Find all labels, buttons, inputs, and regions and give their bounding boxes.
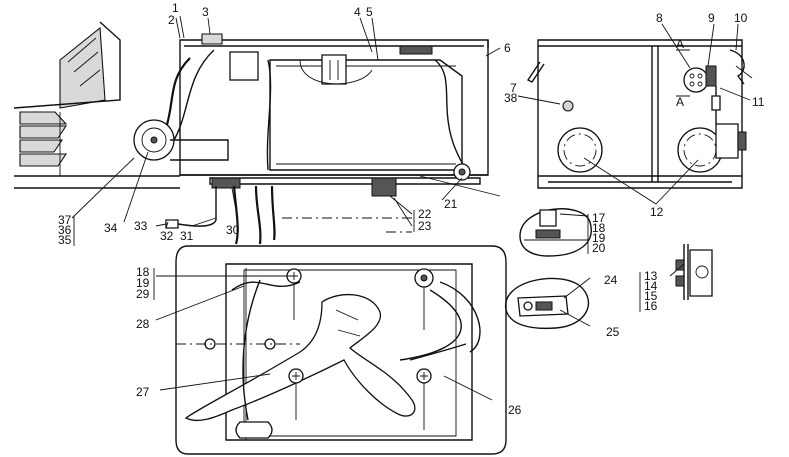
callout-5: 5	[366, 5, 373, 19]
callout-35: 35	[58, 233, 72, 247]
callout-18-lower: 18	[136, 265, 150, 279]
plan-view	[175, 245, 507, 455]
battery-box-side-view	[179, 33, 501, 197]
callout-17: 17	[592, 211, 606, 225]
callout-31: 31	[180, 229, 194, 243]
callout-21: 21	[444, 197, 458, 211]
battery-box-end-view	[526, 39, 753, 189]
leader-lines	[71, 15, 751, 401]
label-brackets	[73, 49, 690, 312]
callout-14: 14	[644, 279, 658, 293]
callout-11: 11	[752, 95, 765, 109]
hidden-edges	[282, 217, 416, 233]
callout-20: 20	[592, 241, 606, 255]
callout-25: 25	[606, 325, 620, 339]
callout-3: 3	[202, 5, 209, 19]
callout-29: 29	[136, 287, 150, 301]
callout-15: 15	[644, 289, 658, 303]
callout-30: 30	[226, 223, 240, 237]
callout-16: 16	[644, 299, 658, 313]
callout-38: 38	[504, 91, 518, 105]
frame-fragment	[13, 21, 180, 189]
callout-12: 12	[650, 205, 664, 219]
callout-28: 28	[136, 317, 150, 331]
callout-10: 10	[734, 11, 748, 25]
callout-23: 23	[418, 219, 432, 233]
disconnect-switch	[133, 119, 229, 161]
callout-4: 4	[354, 5, 361, 19]
callout-37: 37	[58, 213, 72, 227]
callout-33: 33	[134, 219, 148, 233]
callout-13: 13	[644, 269, 658, 283]
callout-22: 22	[418, 207, 432, 221]
callout-19-upper: 19	[592, 231, 606, 245]
callout-36: 36	[58, 223, 72, 237]
callout-18-upper: 18	[592, 221, 606, 235]
callout-26: 26	[508, 403, 522, 417]
callout-19-lower: 19	[136, 276, 150, 290]
callout-1: 1	[172, 1, 179, 15]
detail-17-20	[519, 208, 592, 257]
callout-27: 27	[136, 385, 150, 399]
callout-8: 8	[656, 11, 663, 25]
callout-32: 32	[160, 229, 174, 243]
callout-9: 9	[708, 11, 715, 25]
callout-7: 7	[510, 81, 517, 95]
detail-13-16	[675, 244, 713, 300]
section-mark-a-bottom: A	[676, 95, 684, 109]
callout-labels: 1 2 3 4 5 6 7 38 8 9 10 11 12 13 14 15 1…	[58, 1, 765, 417]
callout-2: 2	[168, 13, 175, 27]
detail-24-25	[505, 277, 590, 330]
callout-6: 6	[504, 41, 511, 55]
section-mark-a-top: A	[676, 37, 684, 51]
callout-24: 24	[604, 273, 618, 287]
callout-34: 34	[104, 221, 118, 235]
